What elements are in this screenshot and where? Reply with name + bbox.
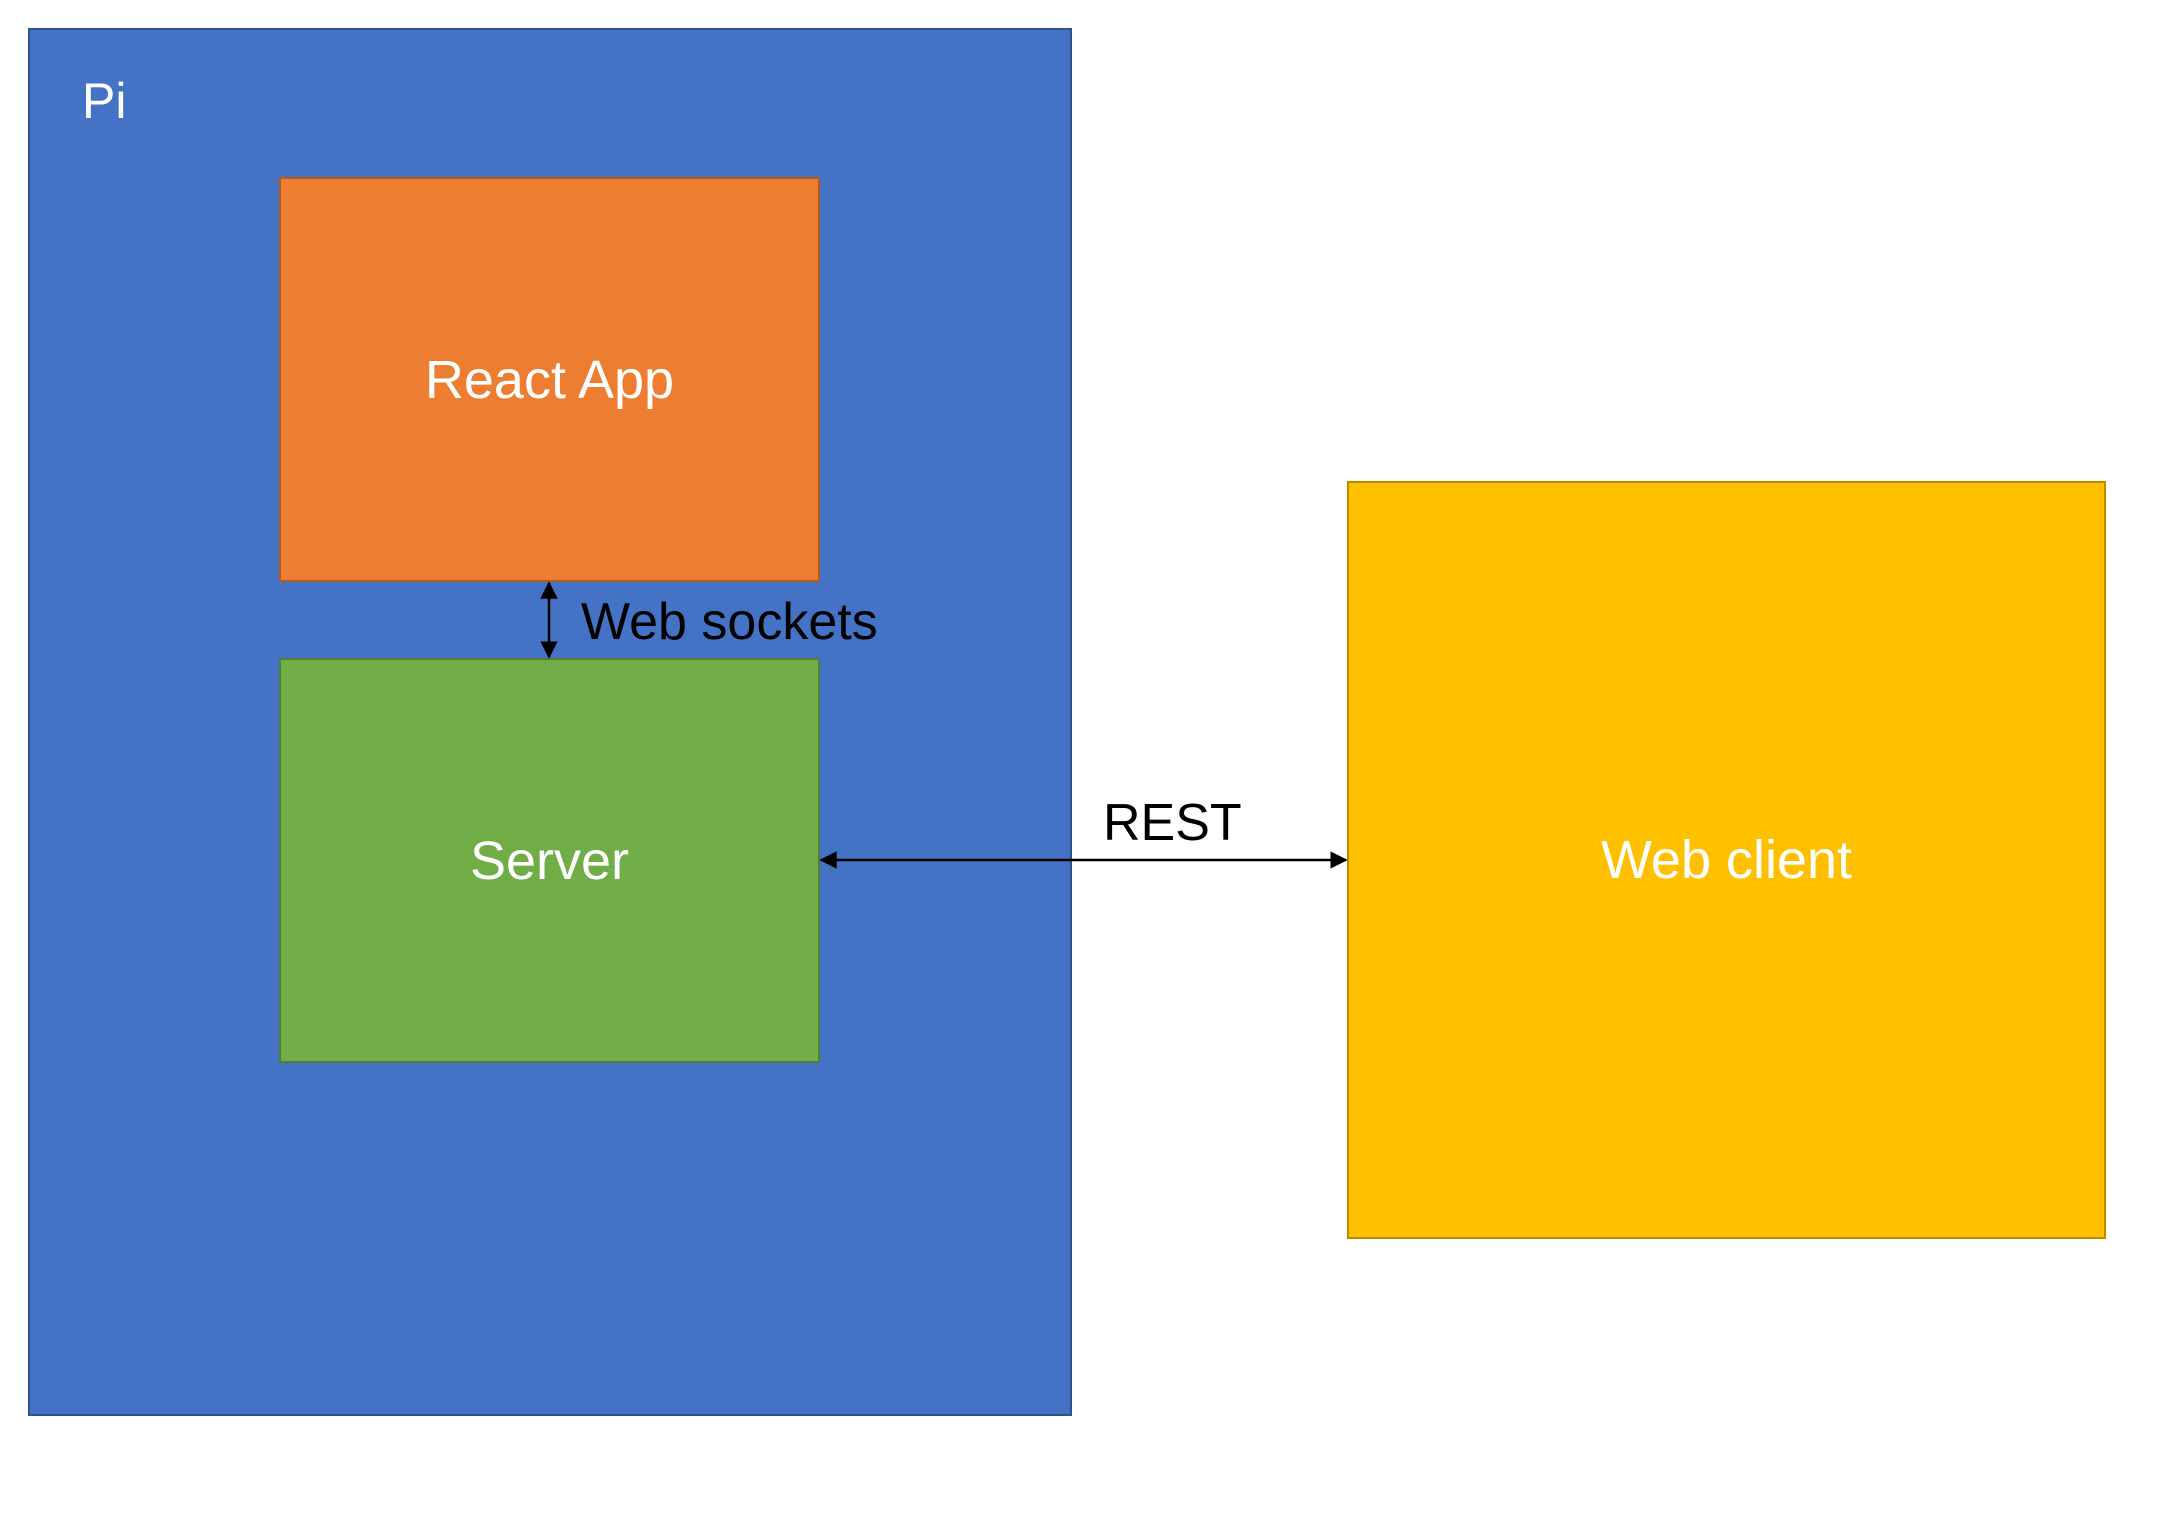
web-client-label: Web client (1600, 830, 1853, 890)
server-label: Server (469, 830, 630, 891)
pi-label: Pi (82, 73, 127, 129)
server-box: Server (279, 658, 820, 1063)
rest-label: REST (1103, 794, 1242, 852)
react-app-box: React App (279, 177, 820, 582)
websocket-label: Web sockets (581, 593, 878, 651)
react-app-label: React App (424, 349, 675, 410)
web-client-box: Web client (1347, 481, 2106, 1239)
